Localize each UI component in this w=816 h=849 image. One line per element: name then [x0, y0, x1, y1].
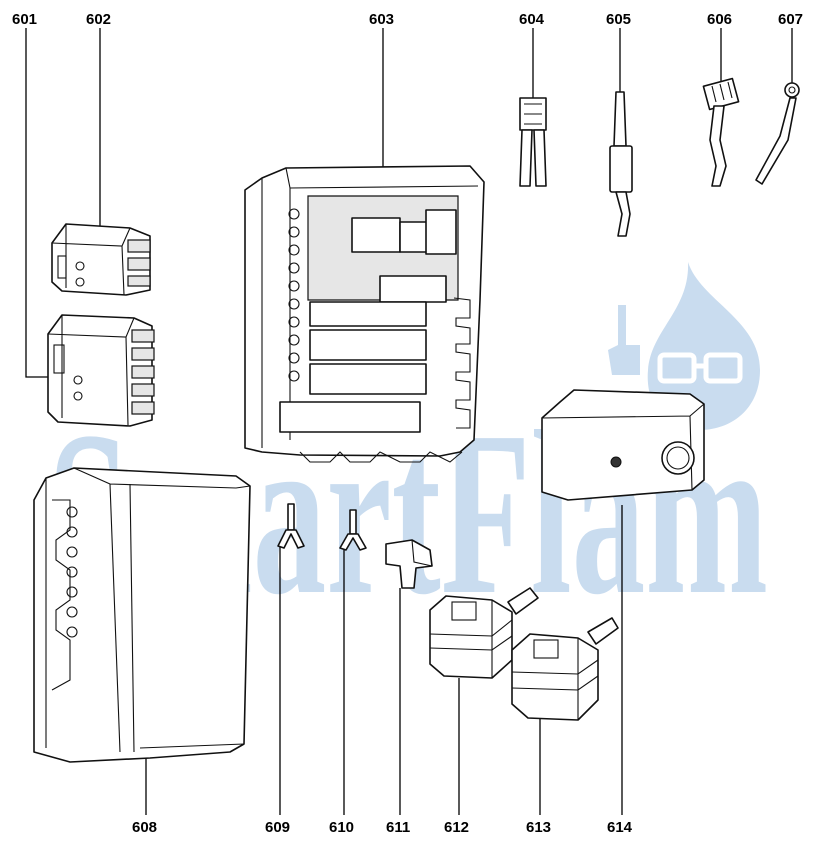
part-label: 603	[369, 11, 394, 28]
part-label: 604	[519, 11, 545, 28]
part-610-terminal-clip-icon	[339, 509, 367, 551]
part-label: 601	[12, 11, 37, 28]
part-labels: 601 602 603 604 605 606 607 608 609 610 …	[12, 11, 803, 836]
part-601-connector-block-icon	[47, 314, 155, 427]
part-603-control-board-icon	[244, 165, 485, 463]
part-612-valve-plug-icon	[429, 587, 539, 679]
part-label: 614	[607, 819, 633, 836]
part-605-sensor-probe-icon	[609, 91, 633, 237]
watermark-flame-icon	[647, 262, 760, 430]
part-611-clip-icon	[385, 539, 433, 589]
part-label: 613	[526, 819, 551, 836]
part-label: 612	[444, 819, 469, 836]
part-label: 610	[329, 819, 354, 836]
watermark-hand-icon	[608, 305, 640, 375]
part-614-reset-cover-icon	[541, 389, 705, 501]
part-604-cable-plug-icon	[519, 97, 547, 187]
part-label: 607	[778, 11, 803, 28]
part-label: 605	[606, 11, 631, 28]
part-607-ground-wire-icon	[755, 82, 800, 185]
part-label: 606	[707, 11, 732, 28]
part-label: 602	[86, 11, 111, 28]
leader-lines	[25, 28, 793, 815]
part-label: 609	[265, 819, 290, 836]
part-label: 608	[132, 819, 157, 836]
part-602-connector-block-small-icon	[51, 223, 151, 296]
part-608-housing-cover-icon	[33, 467, 251, 763]
part-613-valve-plug-icon	[511, 617, 619, 721]
part-label: 611	[386, 819, 410, 836]
part-606-cable-connector-icon	[702, 77, 740, 187]
part-609-terminal-clip-icon	[277, 503, 305, 549]
